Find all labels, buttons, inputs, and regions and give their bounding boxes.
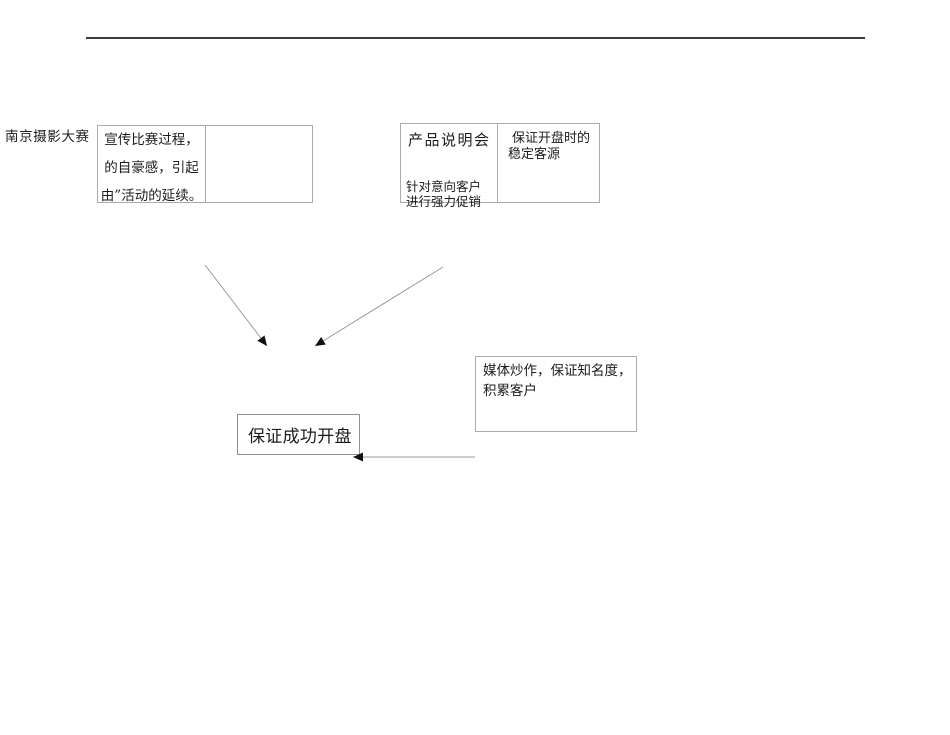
- media-box-line: 积累客户: [483, 383, 537, 399]
- media-box-line: 媒体炒作，保证知名度，: [483, 363, 632, 379]
- campaign-side-label: 南京摄影大赛: [5, 129, 90, 145]
- seminar-box-right-cell: 保证开盘时的 稳定客源: [498, 124, 599, 202]
- promo-line: 由”活动的延续。: [100, 188, 203, 204]
- promo-line: 的自豪感，引起: [104, 160, 199, 176]
- promo-box: 宣传比赛过程， 的自豪感，引起 由”活动的延续。: [97, 125, 313, 204]
- seminar-body-line: 进行强力促销: [406, 194, 482, 209]
- arrow-left-converging: [204, 264, 268, 347]
- promo-box-text-cell: 宣传比赛过程， 的自豪感，引起 由”活动的延续。: [98, 126, 206, 204]
- promo-line: 宣传比赛过程，: [104, 132, 199, 148]
- result-box: 保证成功开盘: [237, 414, 360, 455]
- seminar-box: 产品说明会 针对意向客户 进行强力促销 保证开盘时的 稳定客源: [400, 123, 600, 209]
- seminar-right-line: 保证开盘时的: [512, 131, 591, 146]
- seminar-right-line: 稳定客源: [508, 147, 561, 162]
- seminar-title: 产品说明会: [408, 131, 491, 149]
- promo-box-empty-cell: [206, 126, 312, 202]
- media-box: 媒体炒作，保证知名度， 积累客户: [475, 356, 637, 432]
- seminar-box-left-cell: 产品说明会 针对意向客户 进行强力促销: [401, 124, 498, 209]
- header-rule: [86, 37, 865, 39]
- seminar-body: 针对意向客户 进行强力促销: [401, 179, 497, 209]
- arrow-right-converging: [314, 266, 444, 347]
- seminar-body-line: 针对意向客户: [406, 179, 482, 194]
- result-box-label: 保证成功开盘: [248, 427, 352, 447]
